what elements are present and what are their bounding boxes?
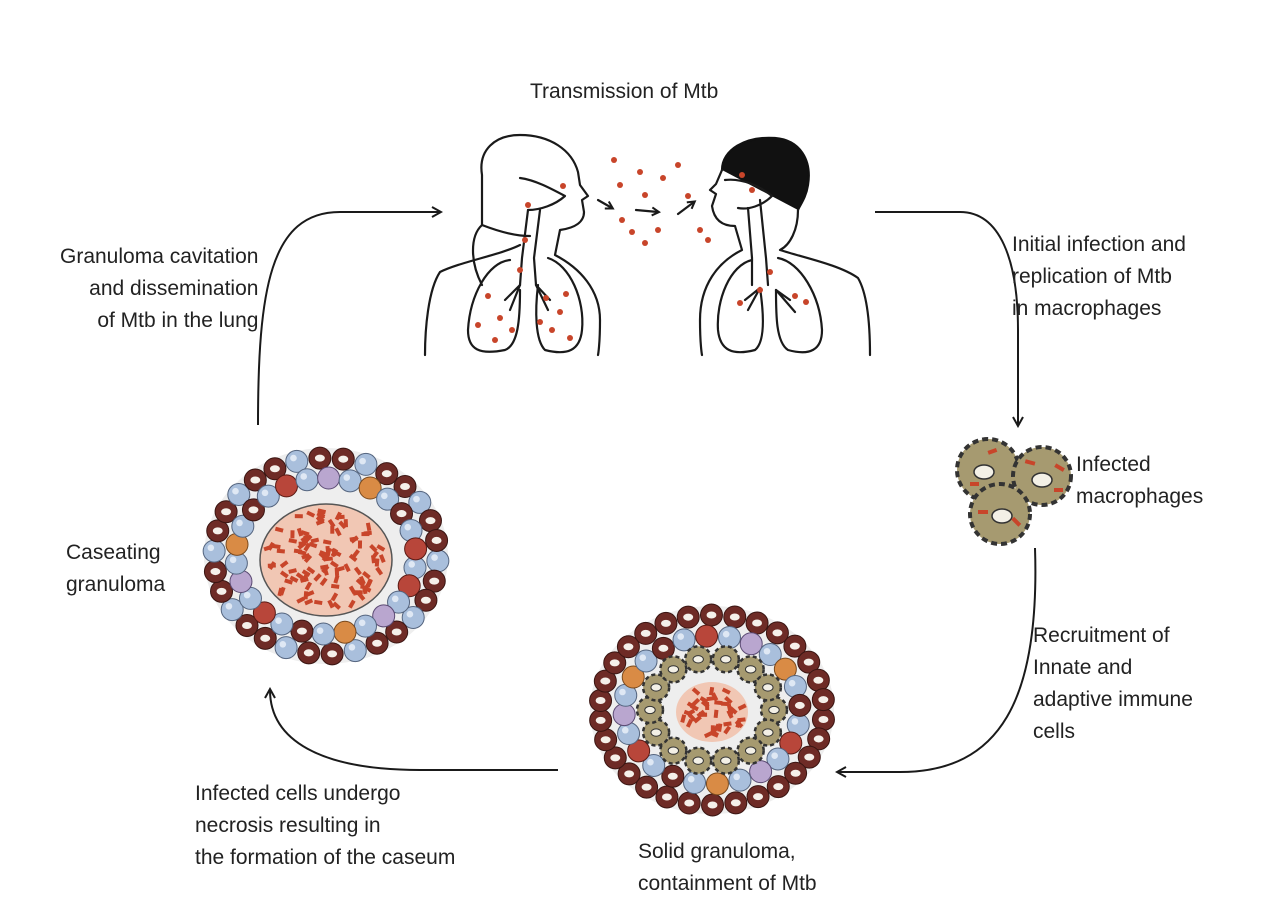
infected-macrophages-label: Infected macrophages xyxy=(1076,453,1204,508)
solid-granuloma-label: Solid granuloma, containment of Mtb xyxy=(638,840,817,895)
solid-granuloma-icon xyxy=(589,603,835,817)
transmission-label: Transmission of Mtb xyxy=(530,80,719,103)
arrow-macrophages-to-solid xyxy=(838,547,1037,772)
caseating-granuloma-icon xyxy=(202,446,450,666)
infected-macrophages-icon xyxy=(955,437,1073,546)
arrow-cavitation-to-transmission xyxy=(257,212,440,426)
caseating-granuloma-label: Caseating granuloma xyxy=(66,541,166,596)
cavitation-label: Granuloma cavitation and dissemination o… xyxy=(60,245,259,332)
mtb-droplets xyxy=(475,157,809,343)
initial-infection-label: Initial infection and replication of Mtb… xyxy=(1012,233,1186,320)
arrow-transmission-to-macrophages xyxy=(875,211,1018,425)
recruitment-label: Recruitment of Innate and adaptive immun… xyxy=(1033,624,1193,743)
people-transmission-icon xyxy=(423,133,872,357)
necrosis-label: Infected cells undergo necrosis resultin… xyxy=(195,782,456,869)
arrow-solid-to-caseating xyxy=(270,690,558,771)
